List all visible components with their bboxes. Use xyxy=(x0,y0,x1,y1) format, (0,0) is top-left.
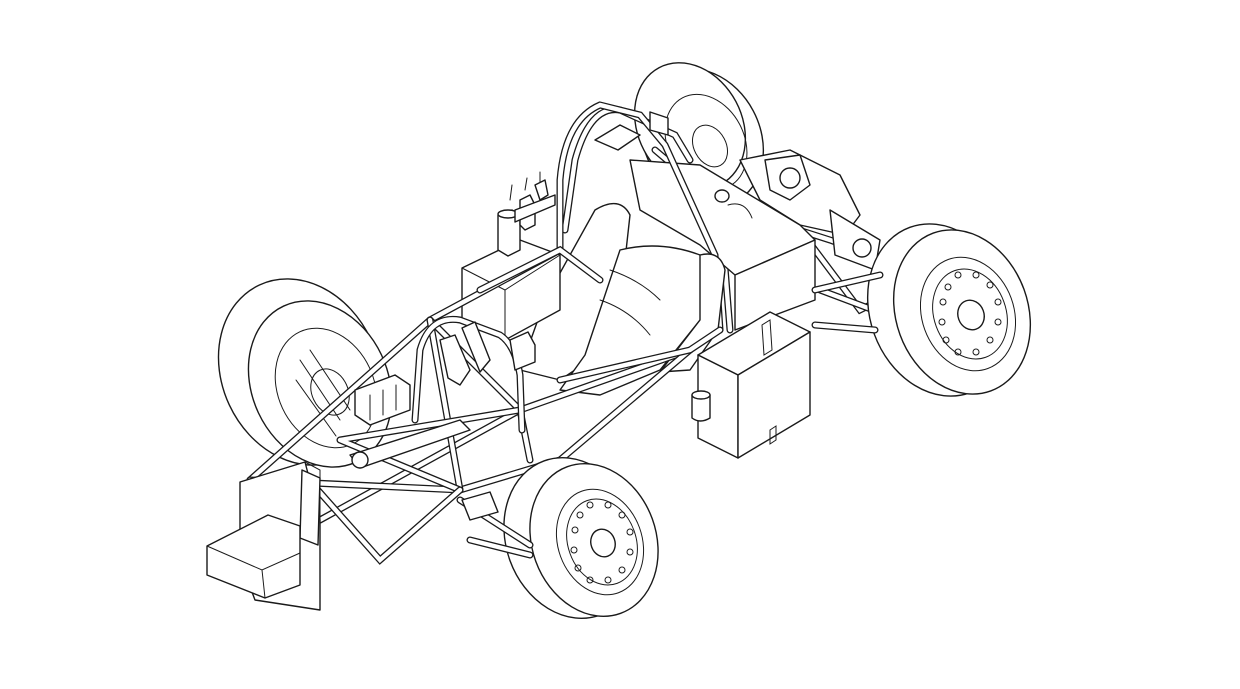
wheel-holes-front-right xyxy=(570,501,634,584)
front-hoop xyxy=(411,315,536,434)
steering-rack xyxy=(349,419,471,469)
electronics-box xyxy=(697,311,811,459)
front-right-suspension xyxy=(456,491,534,559)
impact-attenuator xyxy=(206,514,301,599)
firewall-panel xyxy=(629,159,816,331)
driver-seat xyxy=(519,202,726,396)
pedal-box xyxy=(354,321,491,426)
main-roll-hoop xyxy=(556,101,724,334)
front-right-wheel xyxy=(503,457,659,619)
front-left-wheel xyxy=(217,278,393,468)
rear-right-wheel xyxy=(866,223,1032,397)
coolant-bottle xyxy=(691,390,711,422)
engine-assembly xyxy=(739,149,881,271)
rear-right-suspension xyxy=(811,271,884,334)
wheel-holes-rear-right xyxy=(938,271,1002,356)
spaceframe-front xyxy=(246,245,724,565)
fluid-reservoirs xyxy=(497,171,556,257)
